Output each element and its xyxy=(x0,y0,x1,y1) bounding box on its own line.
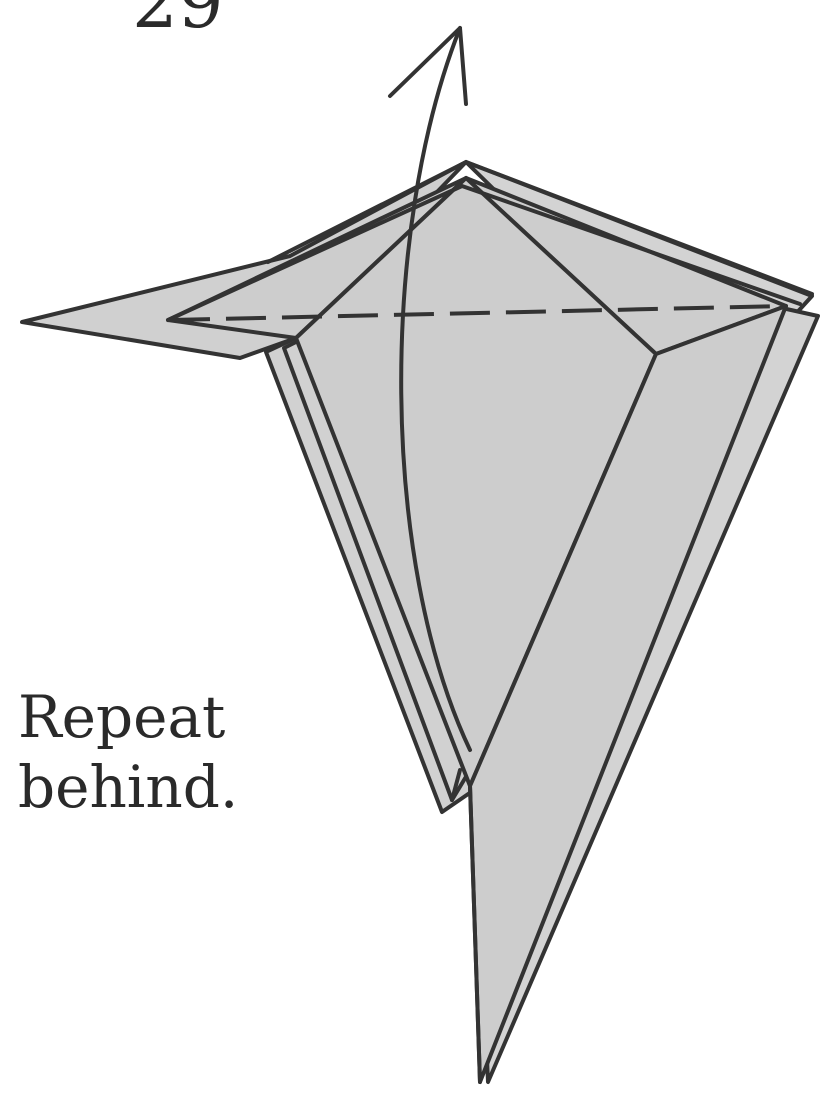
instruction-text: Repeat behind. xyxy=(18,682,238,822)
instruction-line-2: behind. xyxy=(18,752,238,822)
instruction-line-1: Repeat xyxy=(18,682,238,752)
